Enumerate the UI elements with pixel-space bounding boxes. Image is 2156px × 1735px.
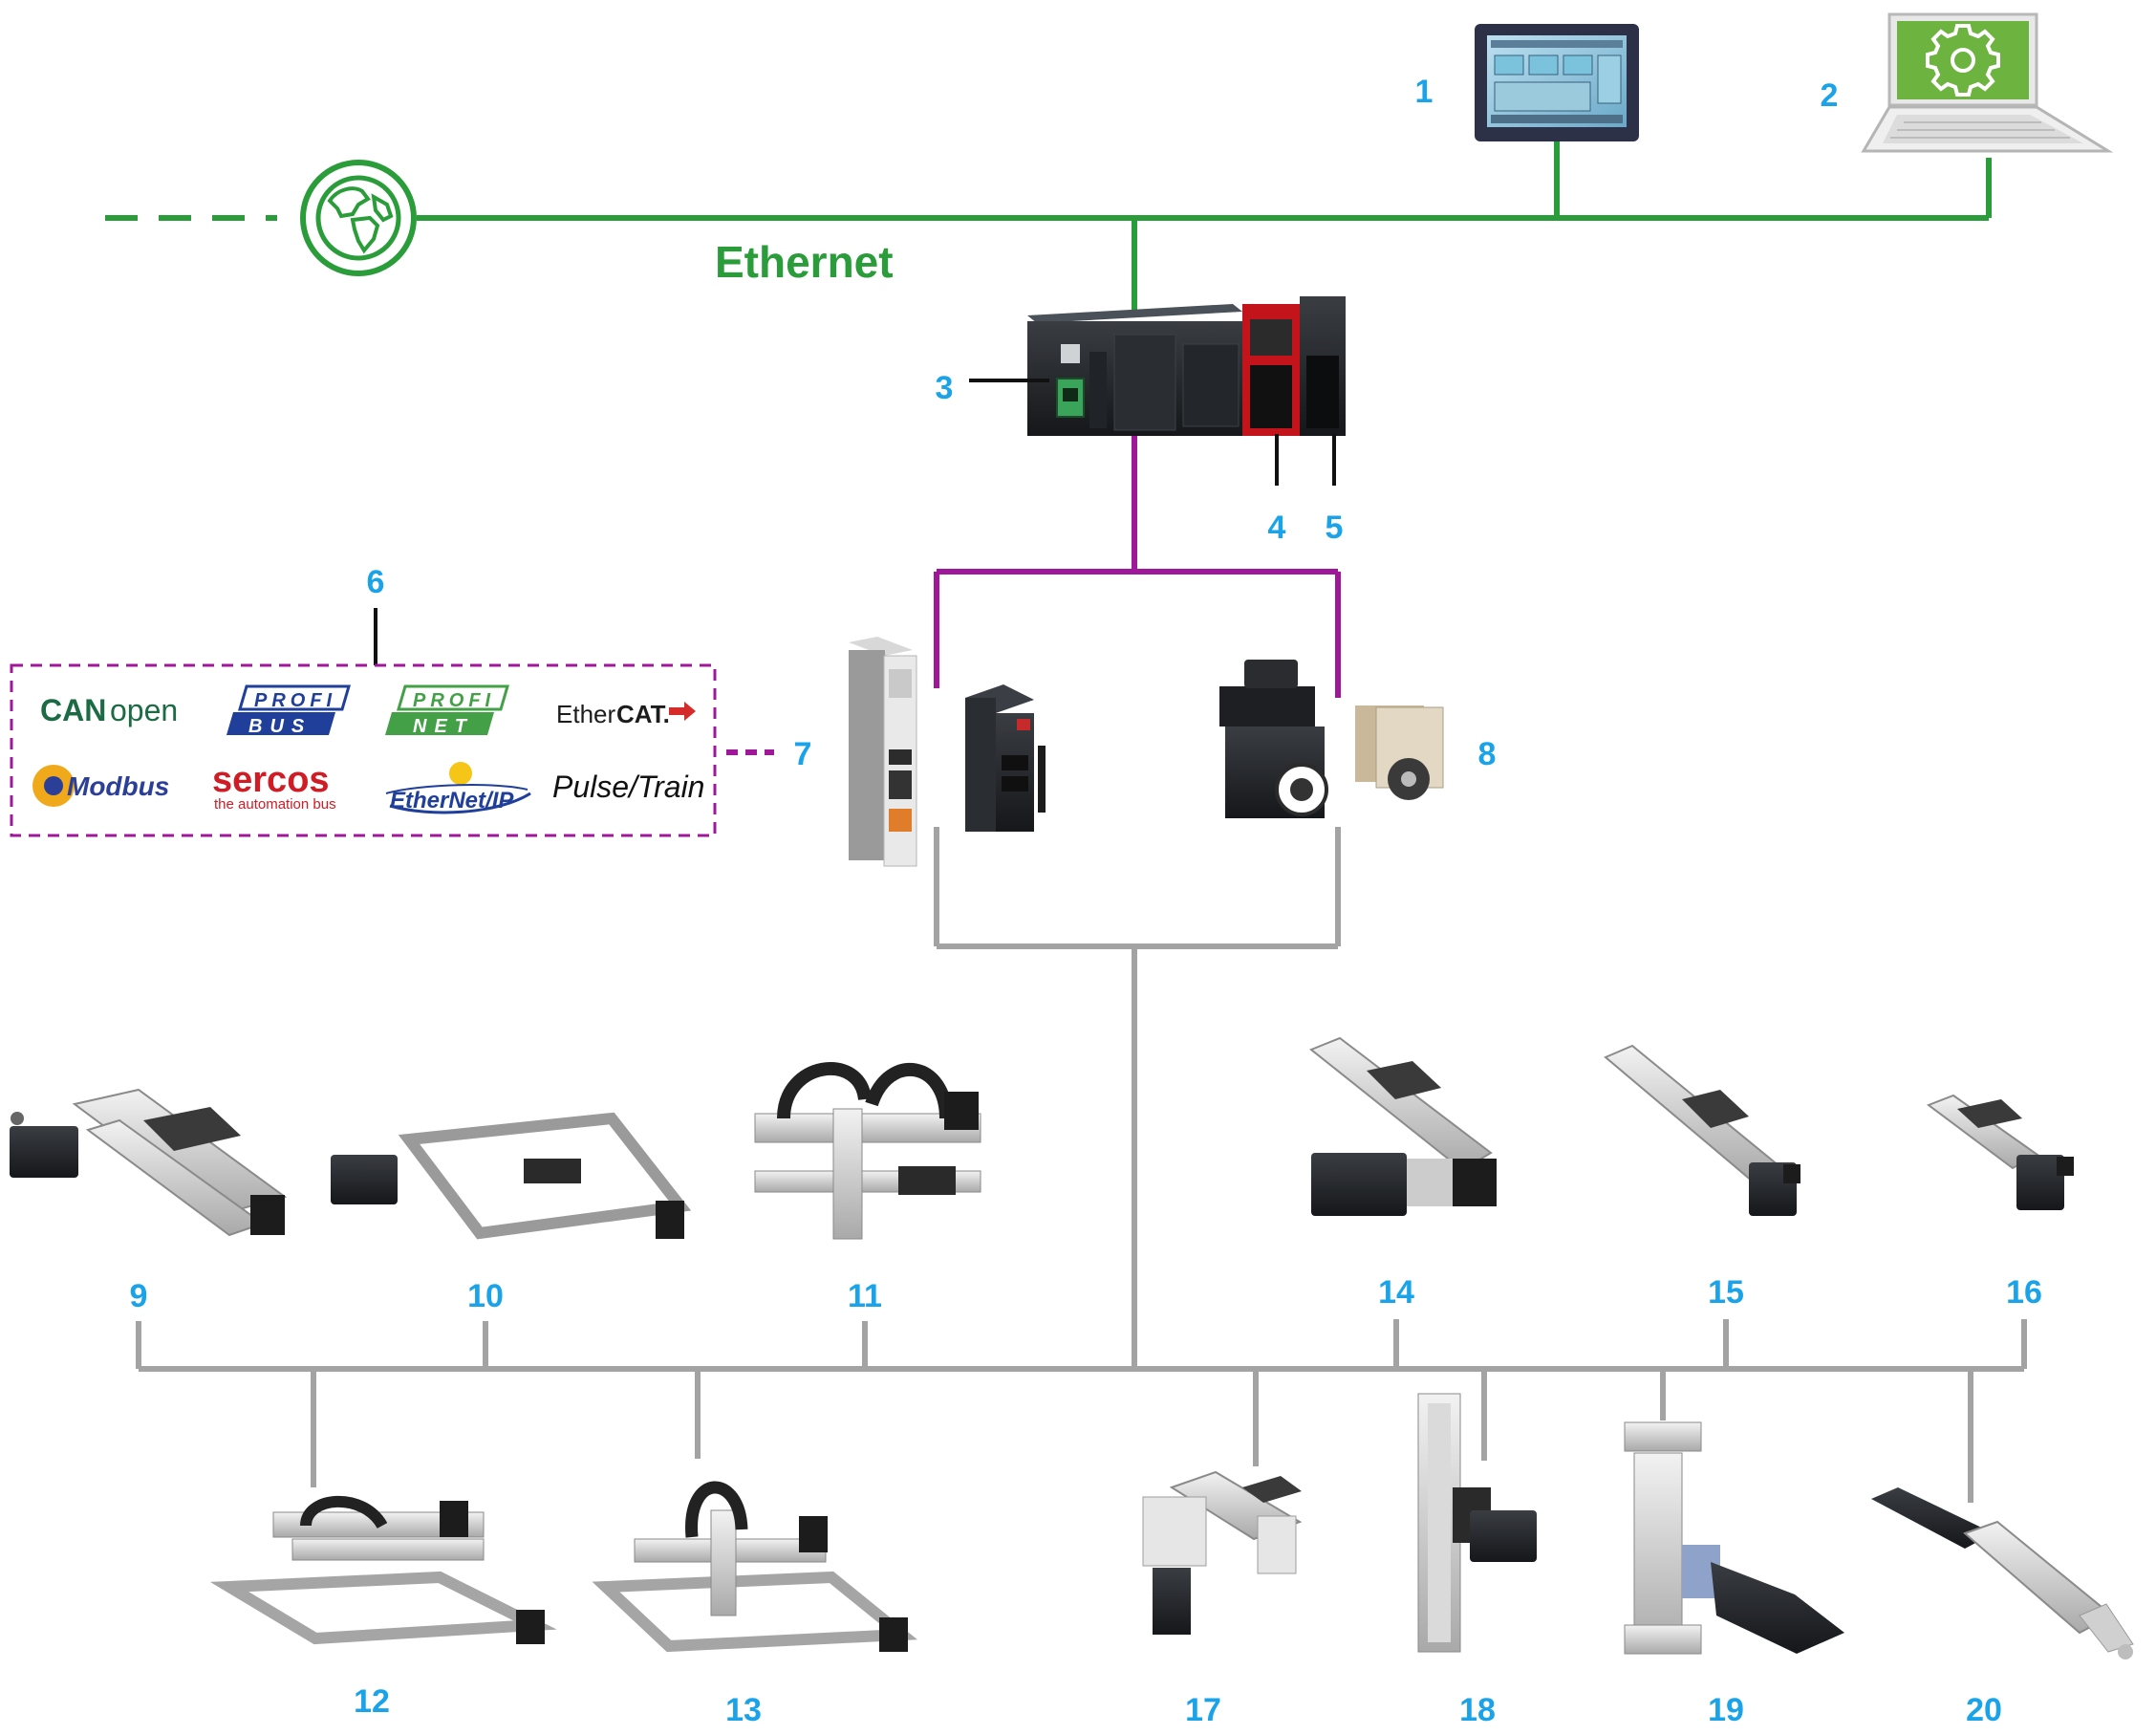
callout-9: 9 <box>130 1278 148 1314</box>
canopen-logo-part-b: open <box>110 693 178 727</box>
callout-6: 6 <box>367 564 385 600</box>
profibus-logo-part-b: BUS <box>248 716 312 737</box>
profinet-logo: PROFI NET <box>385 684 509 737</box>
modbus-logo-text: Modbus <box>67 771 169 801</box>
gear-icon <box>1926 24 2000 97</box>
callout-2: 2 <box>1821 77 1839 114</box>
linear-axis-9 <box>10 1088 288 1237</box>
linear-axis-16 <box>1926 1094 2074 1210</box>
callout-8: 8 <box>1478 736 1497 772</box>
globe-icon <box>300 160 417 276</box>
pulse-train-label: Pulse/Train <box>552 770 704 804</box>
gantry-axis-12 <box>209 1495 557 1645</box>
callout-5: 5 <box>1326 510 1344 546</box>
controller-expansion-module-4 <box>1242 304 1300 436</box>
gantry-axis-13 <box>592 1481 917 1653</box>
profinet-logo-part-a: PROFI <box>413 690 495 711</box>
ethernetip-logo-text: EtherNet/IP <box>390 788 514 813</box>
servo-drive-large <box>849 637 917 867</box>
callout-13: 13 <box>725 1692 762 1728</box>
callout-18: 18 <box>1459 1692 1496 1728</box>
profibus-logo-part-a: PROFI <box>254 690 336 711</box>
callout-16: 16 <box>2006 1274 2042 1311</box>
stepper-motor <box>1355 705 1444 800</box>
plc-controller <box>1027 304 1247 436</box>
linear-axis-17 <box>1142 1470 1303 1635</box>
servo-motor-integrated <box>1219 660 1328 818</box>
sercos-logo-text: sercos <box>212 760 330 800</box>
fieldbus-network <box>726 436 1341 755</box>
callout-12: 12 <box>354 1683 390 1720</box>
callout-17: 17 <box>1185 1692 1221 1728</box>
linear-axis-15 <box>1604 1044 1800 1216</box>
supported-protocols-box <box>10 663 717 837</box>
callout-7: 7 <box>794 736 812 772</box>
ethercat-logo-part-b: CAT. <box>616 700 670 728</box>
canopen-logo: CAN open <box>40 693 178 727</box>
linear-axis-14 <box>1309 1036 1497 1216</box>
servo-drive-compact <box>965 684 1046 832</box>
ethercat-logo-part-a: Ether <box>556 700 615 728</box>
callout-3: 3 <box>936 370 954 406</box>
callout-4: 4 <box>1268 510 1286 546</box>
ethernet-network: Ethernet <box>105 141 1992 312</box>
linear-axis-19 <box>1624 1421 1844 1655</box>
callout-10: 10 <box>467 1278 504 1314</box>
callout-14: 14 <box>1378 1274 1414 1311</box>
callout-1: 1 <box>1415 74 1434 110</box>
callout-11: 11 <box>848 1278 882 1314</box>
sercos-logo-subtext: the automation bus <box>214 796 336 813</box>
laptop-icon <box>1861 12 2114 153</box>
hmi-touch-panel <box>1475 24 1639 141</box>
ethercat-logo: Ether CAT. <box>556 700 696 728</box>
callout-20: 20 <box>1966 1692 2002 1728</box>
linear-axis-10 <box>331 1112 692 1240</box>
linear-axis-18 <box>1417 1393 1537 1653</box>
ethernetip-logo: EtherNet/IP <box>385 762 531 814</box>
modbus-logo: Modbus <box>32 765 169 807</box>
controller-expansion-module-5 <box>1300 296 1346 436</box>
sercos-logo: sercos the automation bus <box>212 760 336 813</box>
profinet-logo-part-b: NET <box>413 716 474 737</box>
callout-15: 15 <box>1708 1274 1744 1311</box>
ethernet-label: Ethernet <box>715 237 894 287</box>
motion-network <box>136 827 2027 1503</box>
canopen-logo-part-a: CAN <box>40 693 106 727</box>
linear-axis-20 <box>1871 1487 2134 1659</box>
callout-19: 19 <box>1708 1692 1744 1728</box>
profibus-logo: PROFI BUS <box>226 684 351 737</box>
linear-axis-11 <box>754 1062 981 1240</box>
